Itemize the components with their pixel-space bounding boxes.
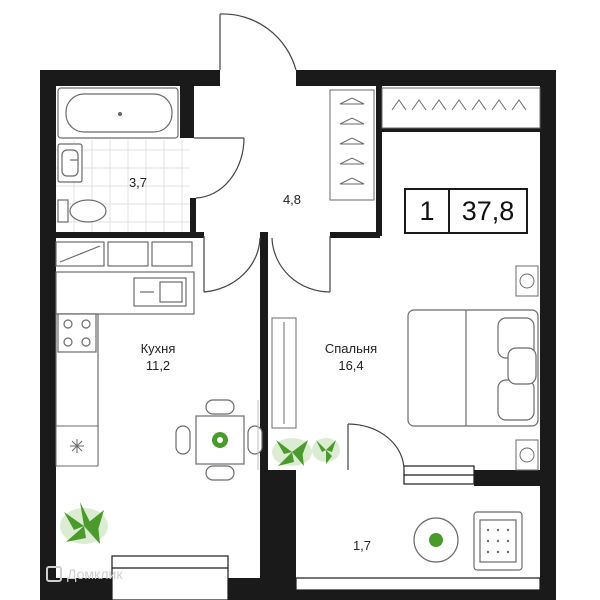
bed [407,309,539,427]
wall-balcony-top-right [474,470,556,486]
stove [57,313,97,353]
room-area-hall: 4,8 [282,192,302,207]
toilet [57,199,107,223]
bedroom-plant [272,438,340,466]
hall-doors [203,236,331,293]
wall-bedroom-closet [382,128,540,132]
room-area-bathroom: 3,7 [128,175,148,190]
windows [111,465,541,600]
watermark-text: Домклик [67,566,123,582]
wall-kitchen-hall [196,232,204,238]
room-name-kitchen: Кухня [140,341,176,356]
wall-bottom-mid [228,578,268,600]
wall-top-right [296,70,556,86]
room-area-bedroom: 16,4 [338,358,364,373]
nightstands [515,265,539,471]
wall-balcony-right [540,470,556,600]
wall-hall-bottom [330,232,380,238]
watermark: Домклик [46,566,122,582]
bathroom-sink [57,143,83,183]
room-area-kitchen: 11,2 [145,358,171,373]
bathroom-door [194,137,245,199]
walls [40,70,556,600]
wall-kitchen-bedroom [260,232,268,600]
wall-balcony-bottom [296,590,540,600]
wall-bath-hall-lower [190,198,196,236]
total-area: 37,8 [461,195,515,226]
bedroom-closet [381,87,541,129]
wall-right [540,70,556,570]
wall-hall-bedroom [376,86,382,236]
hall-closet [329,89,375,201]
entrance-door [219,13,297,71]
fridge [55,425,99,467]
room-area-balcony: 1,7 [352,538,372,553]
domclick-logo-icon [46,566,62,582]
wall-balcony-left [268,470,296,600]
room-name-bedroom: Спальня [324,341,378,356]
bathtub [57,87,179,139]
apartment-summary-badge: 1 37,8 [404,188,528,234]
wall-bath-bottom [56,232,198,238]
rooms-count: 1 [406,190,450,232]
bedroom-tv-stand [271,317,297,429]
wall-top-left [40,70,220,86]
window-bottom-kitchen [111,555,229,600]
wall-bottom-left [40,578,112,600]
balcony-furniture [413,511,523,571]
dining-table [175,399,263,481]
balcony-door [347,423,405,471]
wall-left [40,70,56,600]
kitchen-sink [133,277,187,307]
window-balcony-bottom [295,577,541,591]
kitchen-plant [60,502,108,544]
wall-bath-hall [180,86,194,138]
